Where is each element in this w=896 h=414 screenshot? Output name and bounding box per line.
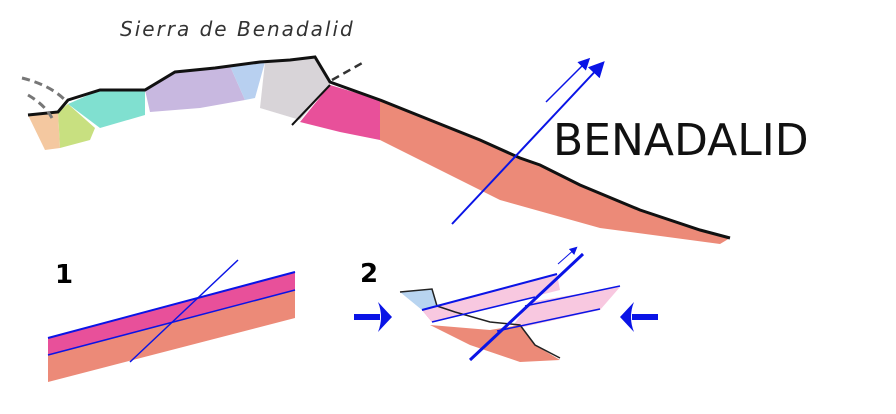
panel-1-label: 1	[55, 260, 73, 290]
panel-2-label: 2	[360, 259, 378, 289]
title: Sierra de Benadalid	[120, 17, 355, 41]
panel-1	[47, 259, 296, 382]
panel-2	[399, 246, 621, 362]
place-label: BENADALID	[553, 115, 809, 166]
main-profile	[21, 55, 731, 244]
main-fault	[451, 57, 605, 225]
compression-arrow-left-icon	[354, 302, 392, 332]
compression-arrow-right-icon	[620, 302, 658, 332]
